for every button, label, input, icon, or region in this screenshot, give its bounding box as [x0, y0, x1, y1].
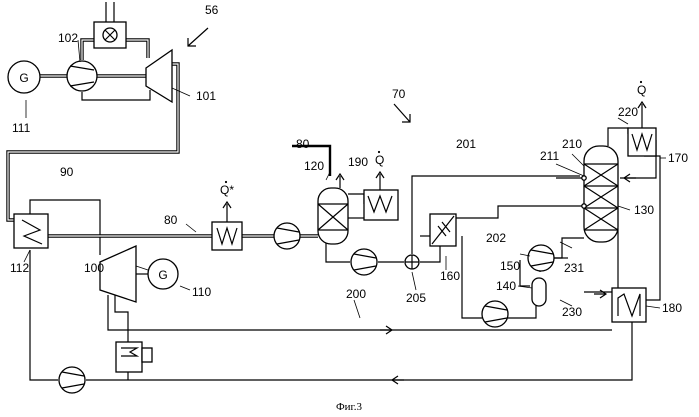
label-160: 160: [440, 269, 460, 283]
vessel-140: [532, 278, 546, 306]
svg-text:G: G: [158, 268, 167, 282]
label-201: 201: [456, 137, 476, 151]
turbine-100: [100, 246, 150, 302]
label-220: 220: [618, 105, 638, 119]
heat-exchanger-qstar: [212, 202, 242, 250]
label-100: 100: [84, 261, 104, 275]
label-112: 112: [10, 261, 29, 275]
equipment: G G: [8, 2, 656, 393]
junction-205: [405, 255, 419, 269]
heat-q-label-190: Q: [375, 153, 384, 167]
label-130: 130: [634, 203, 654, 217]
label-56: 56: [205, 3, 219, 17]
label-230: 230: [562, 305, 582, 319]
label-150: 150: [500, 259, 520, 273]
label-101: 101: [196, 89, 216, 103]
svg-text:G: G: [19, 71, 28, 85]
label-111: 111: [12, 121, 31, 135]
label-80-top: 80: [296, 137, 310, 151]
label-120: 120: [304, 159, 324, 173]
pump-230: [482, 301, 508, 327]
heat-exchanger-bottom: [116, 342, 152, 372]
label-70: 70: [392, 87, 406, 101]
pump-line-80: [274, 223, 300, 249]
pump-200: [351, 249, 377, 275]
label-210: 210: [562, 137, 582, 151]
label-231: 231: [564, 261, 584, 275]
label-90: 90: [60, 165, 74, 179]
pump-bottom-left: [59, 367, 85, 393]
label-140: 140: [496, 279, 516, 293]
heat-exchanger-112: [14, 214, 48, 248]
label-200: 200: [346, 287, 366, 301]
generator-111: G: [8, 61, 40, 93]
label-205: 205: [406, 291, 426, 305]
heat-qstar-label: Q*: [220, 183, 234, 197]
heat-q-label-170: Q: [637, 83, 646, 97]
label-102: 102: [58, 31, 78, 45]
heat-exchanger-190: [364, 172, 398, 220]
label-180: 180: [662, 301, 682, 315]
label-170: 170: [668, 151, 688, 165]
heat-exchanger-180: [612, 288, 646, 322]
compressor-102: [67, 61, 97, 91]
label-190: 190: [348, 155, 368, 169]
burner-box: [94, 2, 126, 48]
heat-exchanger-160: [430, 214, 456, 246]
pump-150: [528, 245, 554, 271]
column-130: [582, 146, 618, 242]
label-110: 110: [192, 285, 211, 299]
reference-arrows: [188, 28, 410, 122]
label-202: 202: [486, 231, 506, 245]
label-80: 80: [164, 213, 178, 227]
figure-caption: Фиг.3: [336, 401, 363, 413]
label-211: 211: [540, 149, 559, 163]
column-120: [318, 174, 348, 244]
generator-110: G: [148, 259, 178, 289]
